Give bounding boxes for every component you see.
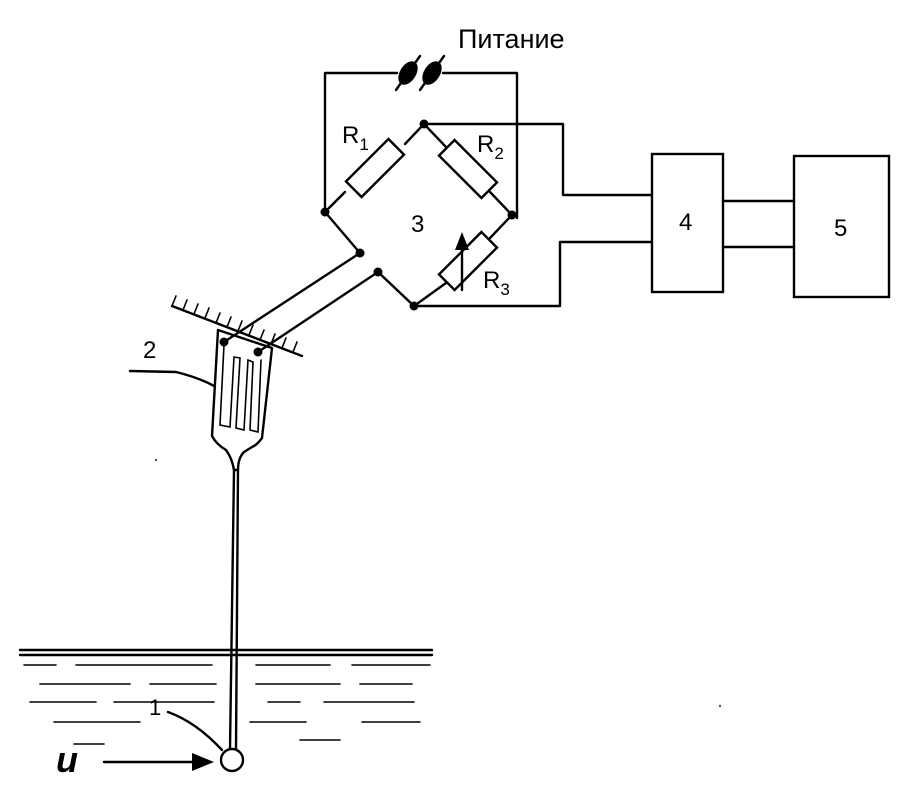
bridge-node-left [320, 207, 330, 217]
block-4 [650, 152, 725, 294]
probe-tip [219, 747, 245, 773]
power-terminal-right [418, 54, 446, 92]
fixed-support-hatch [170, 295, 304, 358]
sensor-label: 2 [143, 337, 156, 364]
power-label: Питание [458, 24, 565, 54]
bridge-output-wires [412, 122, 654, 308]
gauge-leads [222, 251, 380, 354]
r1-label: R1 [342, 122, 369, 154]
velocity-label: u [56, 739, 78, 780]
resistor-r1 [344, 137, 406, 199]
block-5-label: 5 [834, 215, 847, 242]
probe-label: 1 [149, 695, 161, 720]
bridge-label: 3 [411, 211, 424, 238]
power-terminal-left [394, 54, 422, 92]
bridge-wires [323, 122, 514, 308]
probe-leader [166, 710, 224, 752]
strain-gauge-grid [219, 344, 262, 434]
flow-arrow-icon [102, 753, 214, 771]
power-supply-loop [323, 71, 519, 220]
block-link-wires [721, 199, 796, 249]
sensor-leader [128, 369, 216, 388]
speck-dot [718, 704, 722, 708]
resistor-r2 [437, 138, 499, 200]
variable-arrow-icon [455, 232, 469, 292]
probe-rod [228, 468, 240, 751]
block-4-label: 4 [679, 209, 692, 236]
bridge-node-right [507, 210, 517, 220]
gauge-terminal-b [253, 347, 263, 357]
resistor-r3 [437, 230, 499, 292]
r3-label: R3 [483, 267, 510, 299]
gauge-terminal-a [219, 337, 229, 347]
speck-dot [154, 458, 158, 462]
water-lines [18, 648, 434, 745]
block-5 [792, 154, 891, 299]
r2-label: R2 [477, 131, 504, 163]
